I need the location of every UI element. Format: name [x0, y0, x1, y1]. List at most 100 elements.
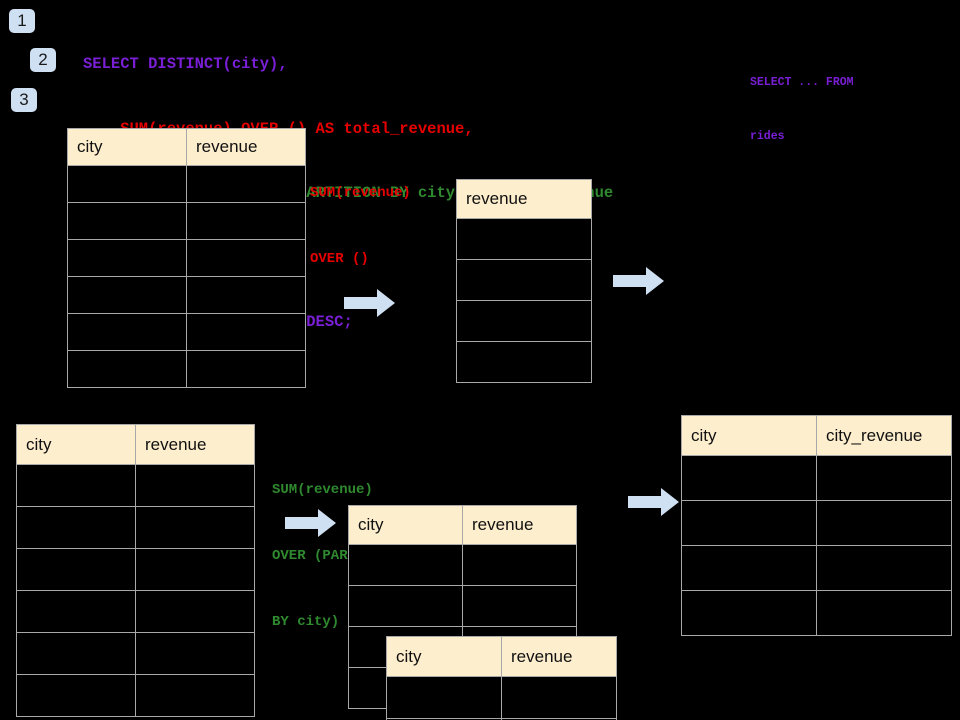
- select-from-rides-note-line1: SELECT ... FROM: [750, 76, 854, 89]
- table-row: [348, 585, 577, 627]
- cell-city: [67, 239, 187, 277]
- table-row: [16, 548, 255, 591]
- column-header-city: city: [386, 636, 502, 677]
- column-header-revenue: revenue: [456, 179, 592, 219]
- cell-city-revenue: [816, 455, 952, 501]
- cell-city: [681, 455, 817, 501]
- column-header-city: city: [67, 128, 187, 166]
- table-row: [386, 718, 617, 720]
- table-header-row: revenue: [456, 179, 592, 219]
- table-row: [67, 202, 306, 240]
- cell-city: [67, 165, 187, 203]
- cell-revenue: [456, 218, 592, 260]
- cell-revenue: [186, 276, 306, 314]
- annotation-sum-over-partition-line1: SUM(revenue): [272, 482, 373, 498]
- table-row: [16, 674, 255, 717]
- table-row: [456, 341, 592, 383]
- table-row: [681, 455, 952, 501]
- cell-revenue: [135, 632, 255, 675]
- table-header-row: city city_revenue: [681, 415, 952, 456]
- rides-source-table-bottom: city revenue: [16, 424, 255, 717]
- table-row: [16, 506, 255, 549]
- column-header-revenue: revenue: [135, 424, 255, 465]
- cell-revenue: [456, 341, 592, 383]
- cell-city: [16, 506, 136, 549]
- annotation-sum-over-partition: SUM(revenue) OVER (PARTITION BY city): [272, 435, 398, 677]
- table-row: [67, 350, 306, 388]
- table-header-row: city revenue: [348, 505, 577, 545]
- table-header-row: city revenue: [67, 128, 306, 166]
- step-badge-2: 2: [30, 48, 56, 72]
- table-row: [348, 544, 577, 586]
- rides-source-table-top: city revenue: [67, 128, 306, 388]
- table-header-row: city revenue: [16, 424, 255, 465]
- cell-revenue: [186, 239, 306, 277]
- partition-group-table-front: city revenue: [386, 636, 617, 720]
- cell-city: [16, 464, 136, 507]
- select-from-rides-note: SELECT ... FROM rides: [750, 38, 854, 182]
- column-header-city: city: [16, 424, 136, 465]
- cell-city: [16, 674, 136, 717]
- column-header-city: city: [348, 505, 463, 545]
- cell-revenue: [186, 313, 306, 351]
- table-row: [386, 676, 617, 719]
- arrow-partition-to-final: [628, 488, 679, 516]
- cell-revenue: [186, 202, 306, 240]
- cell-revenue: [462, 544, 577, 586]
- cell-revenue: [135, 464, 255, 507]
- cell-city: [681, 545, 817, 591]
- annotation-sum-over-partition-line3: BY city): [272, 614, 340, 630]
- table-row: [456, 218, 592, 260]
- cell-revenue: [501, 718, 617, 720]
- table-row: [16, 632, 255, 675]
- table-row: [67, 239, 306, 277]
- arrow-top-left-to-revenue: [344, 289, 395, 317]
- cell-city: [348, 585, 463, 627]
- cell-revenue: [456, 300, 592, 342]
- cell-city: [67, 313, 187, 351]
- cell-city: [16, 548, 136, 591]
- cell-revenue: [186, 165, 306, 203]
- table-row: [681, 590, 952, 636]
- final-result-table: city city_revenue: [681, 415, 952, 636]
- cell-city: [67, 276, 187, 314]
- table-header-row: city revenue: [386, 636, 617, 677]
- annotation-sum-over-empty: SUM(revenue) OVER (): [310, 138, 411, 314]
- cell-city: [386, 676, 502, 719]
- cell-revenue: [456, 259, 592, 301]
- cell-city-revenue: [816, 500, 952, 546]
- cell-revenue: [501, 676, 617, 719]
- cell-revenue: [462, 585, 577, 627]
- column-header-revenue: revenue: [186, 128, 306, 166]
- total-revenue-result-table: revenue: [456, 179, 592, 383]
- table-row: [16, 464, 255, 507]
- cell-city-revenue: [816, 590, 952, 636]
- table-row: [456, 300, 592, 342]
- table-row: [67, 276, 306, 314]
- annotation-sum-over-empty-line1: SUM(revenue): [310, 185, 411, 201]
- cell-city: [67, 202, 187, 240]
- step-badge-1: 1: [9, 9, 35, 33]
- table-row: [16, 590, 255, 633]
- table-row: [456, 259, 592, 301]
- table-row: [681, 500, 952, 546]
- cell-revenue: [135, 506, 255, 549]
- column-header-city: city: [681, 415, 817, 456]
- select-from-rides-note-line2: rides: [750, 130, 785, 143]
- arrow-bottom-left-to-partition: [285, 509, 336, 537]
- cell-revenue: [186, 350, 306, 388]
- cell-revenue: [135, 674, 255, 717]
- table-row: [681, 545, 952, 591]
- cell-revenue: [135, 548, 255, 591]
- table-row: [67, 165, 306, 203]
- cell-revenue: [135, 590, 255, 633]
- cell-city: [16, 590, 136, 633]
- cell-city: [16, 632, 136, 675]
- arrow-top-revenue-to-final: [613, 267, 664, 295]
- cell-city-revenue: [816, 545, 952, 591]
- step-badge-3: 3: [11, 88, 37, 112]
- cell-city: [681, 500, 817, 546]
- column-header-revenue: revenue: [462, 505, 577, 545]
- sql-line-select: SELECT DISTINCT(city),: [83, 55, 288, 73]
